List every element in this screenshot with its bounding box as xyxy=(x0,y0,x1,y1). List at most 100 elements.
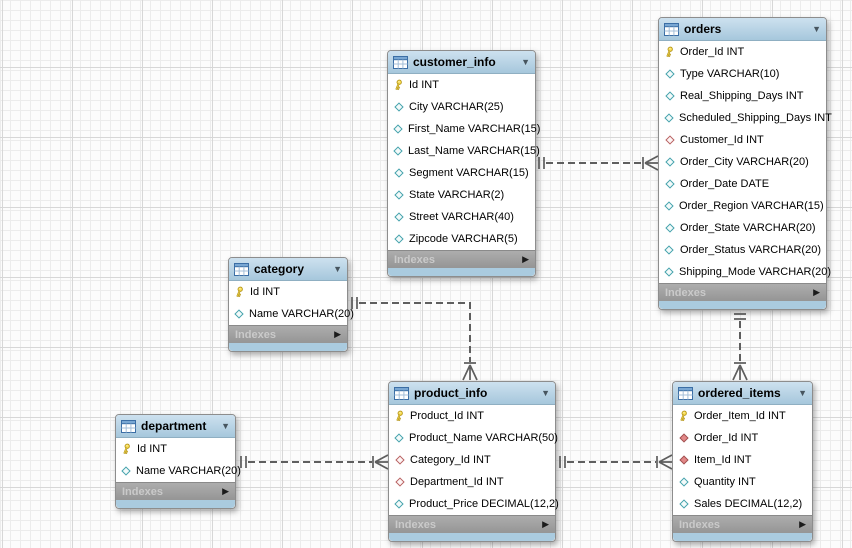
column-text: Product_Price DECIMAL(12,2) xyxy=(409,498,559,510)
relationship-product_info-ordered_items[interactable] xyxy=(559,454,673,470)
table-header[interactable]: category ▼ xyxy=(229,258,347,281)
table-header[interactable]: department ▼ xyxy=(116,415,235,438)
column-text: Segment VARCHAR(15) xyxy=(409,167,529,179)
column-row: Id INT xyxy=(388,74,535,96)
column-row: Order_Date DATE xyxy=(659,173,826,195)
column-row: Id INT xyxy=(116,438,235,460)
table-header[interactable]: product_info ▼ xyxy=(389,382,555,405)
nullable-icon xyxy=(393,146,403,156)
table-icon xyxy=(394,386,409,400)
column-text: Type VARCHAR(10) xyxy=(680,68,780,80)
nullable-icon xyxy=(393,190,404,200)
indexes-label: Indexes xyxy=(394,253,435,266)
nullable-icon xyxy=(664,157,675,167)
nullable-icon xyxy=(664,245,675,255)
table-title: product_info xyxy=(414,386,488,400)
column-text: Category_Id INT xyxy=(410,454,491,466)
expand-arrow-icon[interactable]: ▶ xyxy=(542,519,549,529)
column-row: Quantity INT xyxy=(673,471,812,493)
column-text: Sales DECIMAL(12,2) xyxy=(694,498,803,510)
collapse-triangle-icon[interactable]: ▼ xyxy=(798,387,807,398)
column-row: Product_Name VARCHAR(50) xyxy=(389,427,558,449)
indexes-bar[interactable]: Indexes▶ xyxy=(229,325,347,343)
column-row: Department_Id INT xyxy=(389,471,555,493)
table-header[interactable]: orders▼ xyxy=(659,18,826,41)
nullable-icon xyxy=(393,168,404,178)
table-header[interactable]: ordered_items▼ xyxy=(673,382,812,405)
column-row: Product_Price DECIMAL(12,2) xyxy=(389,493,559,515)
collapse-triangle-icon[interactable]: ▼ xyxy=(541,387,550,398)
primary-key-icon xyxy=(393,79,404,91)
column-text: Department_Id INT xyxy=(410,476,504,488)
column-text: Quantity INT xyxy=(694,476,756,488)
table-columns: Id INT Name VARCHAR(20) xyxy=(229,281,354,325)
nullable-icon xyxy=(664,69,675,79)
column-row: Order_State VARCHAR(20) xyxy=(659,217,826,239)
indexes-bar[interactable]: Indexes ▶ xyxy=(116,482,235,500)
expand-arrow-icon[interactable]: ▶ xyxy=(799,519,806,529)
column-text: Customer_Id INT xyxy=(680,134,764,146)
indexes-label: Indexes xyxy=(122,485,163,498)
column-row: Last_Name VARCHAR(15) xyxy=(388,140,540,162)
fk-notnull-icon xyxy=(678,455,689,465)
table-title: category xyxy=(254,262,305,276)
nullable-icon xyxy=(664,267,674,277)
column-text: Order_Id INT xyxy=(694,432,759,444)
indexes-label: Indexes xyxy=(665,286,706,299)
table-bottom-strip xyxy=(659,301,826,309)
relationship-customer_info-orders[interactable] xyxy=(538,155,659,171)
nullable-icon xyxy=(664,91,675,101)
table-category[interactable]: category ▼ Id INT Name VARCHAR(20) Indexes▶ xyxy=(228,257,354,352)
indexes-bar[interactable]: Indexes ▶ xyxy=(659,283,826,301)
table-title: customer_info xyxy=(413,55,496,69)
collapse-triangle-icon[interactable]: ▼ xyxy=(221,420,230,431)
primary-key-icon xyxy=(678,410,689,422)
relationship-orders-ordered_items[interactable] xyxy=(732,313,748,381)
column-row: Real_Shipping_Days INT xyxy=(659,85,826,107)
column-row: First_Name VARCHAR(15) xyxy=(388,118,540,140)
expand-arrow-icon[interactable]: ▶ xyxy=(334,329,341,339)
indexes-label: Indexes xyxy=(395,518,436,531)
column-row: Category_Id INT xyxy=(389,449,555,471)
collapse-triangle-icon[interactable]: ▼ xyxy=(812,23,821,34)
primary-key-icon xyxy=(234,286,245,298)
column-text: Street VARCHAR(40) xyxy=(409,211,514,223)
table-header[interactable]: customer_info ▼ xyxy=(388,51,535,74)
table-icon xyxy=(393,55,408,69)
relationship-category-product_info[interactable] xyxy=(351,297,478,381)
column-row: Id INT xyxy=(229,281,347,303)
table-bottom-strip xyxy=(673,533,812,541)
column-text: Id INT xyxy=(137,443,167,455)
table-bottom-strip xyxy=(388,268,535,276)
column-text: Name VARCHAR(20) xyxy=(249,308,354,320)
table-title: department xyxy=(141,419,207,433)
indexes-bar[interactable]: Indexes▶ xyxy=(673,515,812,533)
column-row: Street VARCHAR(40) xyxy=(388,206,535,228)
column-row: Segment VARCHAR(15) xyxy=(388,162,535,184)
expand-arrow-icon[interactable]: ▶ xyxy=(222,486,229,496)
indexes-bar[interactable]: Indexes ▶ xyxy=(388,250,535,268)
nullable-icon xyxy=(393,212,404,222)
indexes-bar[interactable]: Indexes ▶ xyxy=(389,515,555,533)
relationship-department-product_info[interactable] xyxy=(240,454,389,470)
column-row: Item_Id INT xyxy=(673,449,812,471)
column-text: Order_State VARCHAR(20) xyxy=(680,222,816,234)
expand-arrow-icon[interactable]: ▶ xyxy=(813,287,820,297)
collapse-triangle-icon[interactable]: ▼ xyxy=(333,263,342,274)
column-row: Scheduled_Shipping_Days INT xyxy=(659,107,832,129)
expand-arrow-icon[interactable]: ▶ xyxy=(522,254,529,264)
column-row: Order_City VARCHAR(20) xyxy=(659,151,826,173)
column-text: Id INT xyxy=(409,79,439,91)
nullable-icon xyxy=(664,223,675,233)
collapse-triangle-icon[interactable]: ▼ xyxy=(521,56,530,67)
primary-key-icon xyxy=(664,46,675,58)
